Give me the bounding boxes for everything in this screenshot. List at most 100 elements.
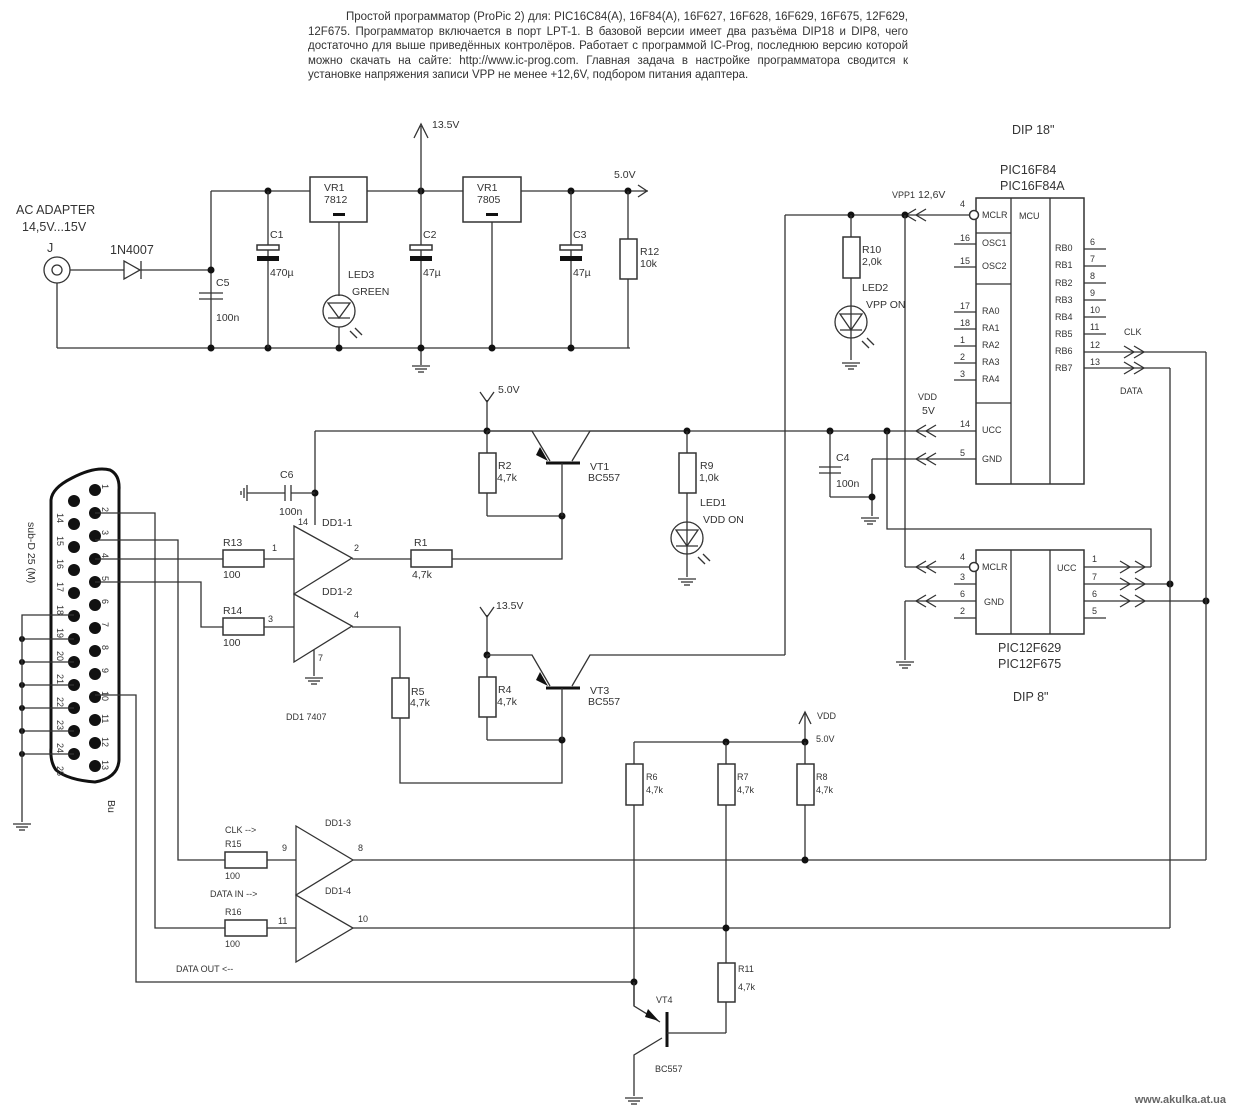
svg-text:11: 11 bbox=[1090, 322, 1099, 332]
resistor-r2: R24,7k bbox=[478, 452, 518, 494]
svg-text:RA2: RA2 bbox=[982, 340, 1000, 350]
db25-connector: sub-D 25 (M) Bu 123456789101112131415161… bbox=[12, 467, 121, 831]
db25-pin-label: 18 bbox=[55, 605, 65, 615]
capacitor-c5: C5 100n bbox=[199, 277, 240, 324]
svg-text:100: 100 bbox=[225, 871, 240, 881]
svg-text:10: 10 bbox=[358, 914, 368, 924]
svg-text:100: 100 bbox=[223, 569, 241, 581]
svg-text:RB0: RB0 bbox=[1055, 243, 1073, 253]
svg-text:R12: R12 bbox=[640, 246, 659, 258]
svg-text:100: 100 bbox=[225, 939, 240, 949]
db25-pin-label: 5 bbox=[100, 576, 110, 581]
capacitor-c3: C3 47µ bbox=[559, 229, 591, 279]
svg-text:MCLR: MCLR bbox=[982, 562, 1008, 572]
vdd-value: 5V bbox=[922, 405, 935, 417]
svg-text:R13: R13 bbox=[223, 537, 242, 549]
regulator-7812: VR1 7812 bbox=[309, 176, 368, 223]
svg-text:4,7k: 4,7k bbox=[738, 982, 756, 992]
rail-5v-vt1: 5.0V bbox=[498, 384, 520, 396]
svg-text:3: 3 bbox=[960, 572, 965, 582]
svg-text:UCC: UCC bbox=[982, 425, 1002, 435]
svg-text:RB3: RB3 bbox=[1055, 295, 1073, 305]
svg-text:R16: R16 bbox=[225, 907, 242, 917]
db25-pin-18 bbox=[68, 587, 80, 599]
svg-text:VT1: VT1 bbox=[590, 461, 609, 473]
svg-text:R5: R5 bbox=[411, 686, 425, 698]
watermark: www.akulka.at.ua bbox=[1134, 1094, 1226, 1106]
clk-in-label: CLK --> bbox=[225, 825, 256, 835]
db25-pin-10 bbox=[89, 691, 101, 703]
svg-text:7: 7 bbox=[318, 653, 323, 663]
db25-pin-12 bbox=[89, 737, 101, 749]
capacitor-c1: C1 470µ bbox=[256, 229, 294, 279]
svg-text:7: 7 bbox=[1090, 254, 1095, 264]
description-text: Простой программатор (ProPic 2) для: PIC… bbox=[308, 11, 908, 82]
rail-13v5-vt3: 13.5V bbox=[496, 600, 523, 612]
svg-text:R4: R4 bbox=[498, 684, 512, 696]
c6-value: 100n bbox=[279, 506, 303, 518]
vpp-value: 12,6V bbox=[918, 189, 945, 201]
vdd-label: VDD bbox=[918, 392, 938, 402]
svg-text:16: 16 bbox=[960, 233, 970, 243]
resistor-r16: R16 100 bbox=[224, 907, 268, 949]
db25-pin-label: 12 bbox=[100, 737, 110, 747]
svg-text:R1: R1 bbox=[414, 537, 428, 549]
svg-text:R2: R2 bbox=[498, 460, 512, 472]
svg-text:BC557: BC557 bbox=[588, 696, 620, 708]
svg-text:47µ: 47µ bbox=[573, 267, 591, 279]
svg-text:R14: R14 bbox=[223, 605, 242, 617]
svg-text:1: 1 bbox=[272, 543, 277, 553]
svg-text:10k: 10k bbox=[640, 258, 658, 270]
svg-text:RA1: RA1 bbox=[982, 323, 1000, 333]
driver-section: C6 100n 14 DD1-1 DD1-2 1 2 3 4 7 DD1 740… bbox=[95, 384, 1206, 1105]
svg-text:VT4: VT4 bbox=[656, 995, 673, 1005]
svg-text:7812: 7812 bbox=[324, 194, 348, 206]
svg-text:VR1: VR1 bbox=[477, 182, 498, 194]
svg-text:RB5: RB5 bbox=[1055, 329, 1073, 339]
dd1-ic-label: DD1 7407 bbox=[286, 712, 327, 722]
svg-text:4,7k: 4,7k bbox=[646, 785, 664, 795]
svg-text:R7: R7 bbox=[737, 772, 749, 782]
svg-text:OSC1: OSC1 bbox=[982, 238, 1007, 248]
svg-text:8: 8 bbox=[358, 843, 363, 853]
led1-label: LED1 bbox=[700, 497, 726, 509]
svg-text:100n: 100n bbox=[216, 312, 240, 324]
db25-pin-7 bbox=[89, 622, 101, 634]
db25-pin-label: 23 bbox=[55, 720, 65, 730]
svg-text:8: 8 bbox=[1090, 271, 1095, 281]
db25-pin-label: 19 bbox=[55, 628, 65, 638]
vpp-label: VPP1 bbox=[892, 190, 915, 200]
svg-text:1: 1 bbox=[1092, 554, 1097, 564]
svg-text:3: 3 bbox=[268, 614, 273, 624]
svg-text:9: 9 bbox=[282, 843, 287, 853]
svg-text:RB7: RB7 bbox=[1055, 363, 1073, 373]
db25-pin-label: 10 bbox=[100, 691, 110, 701]
db25-pin-label: 21 bbox=[55, 674, 65, 684]
db25-pin-11 bbox=[89, 714, 101, 726]
svg-text:RA4: RA4 bbox=[982, 374, 1000, 384]
svg-text:C2: C2 bbox=[423, 229, 437, 241]
svg-text:4,7k: 4,7k bbox=[497, 472, 518, 484]
db25-pin-label: 25 bbox=[55, 766, 65, 776]
svg-text:R9: R9 bbox=[700, 460, 714, 472]
svg-text:R15: R15 bbox=[225, 839, 242, 849]
adapter-voltage: 14,5V...15V bbox=[22, 220, 87, 234]
capacitor-c2: C2 47µ bbox=[409, 229, 441, 279]
dd1-3-label: DD1-3 bbox=[325, 818, 351, 828]
db25-pin-label: 22 bbox=[55, 697, 65, 707]
db25-pin-label: 8 bbox=[100, 645, 110, 650]
svg-text:6: 6 bbox=[960, 589, 965, 599]
db25-pin-label: 24 bbox=[55, 743, 65, 753]
svg-text:470µ: 470µ bbox=[270, 267, 294, 279]
svg-text:RB6: RB6 bbox=[1055, 346, 1073, 356]
db25-pin-label: 3 bbox=[100, 530, 110, 535]
svg-text:R6: R6 bbox=[646, 772, 658, 782]
db25-pin-label: 6 bbox=[100, 599, 110, 604]
svg-text:6: 6 bbox=[1090, 237, 1095, 247]
svg-text:RA3: RA3 bbox=[982, 357, 1000, 367]
data-label: DATA bbox=[1120, 386, 1143, 396]
db25-pin-13 bbox=[89, 760, 101, 772]
